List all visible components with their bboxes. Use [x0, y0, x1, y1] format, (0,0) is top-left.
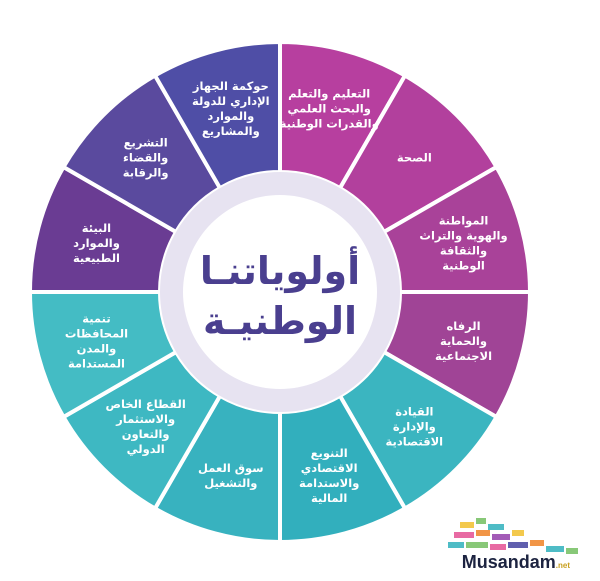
segment-label-line: والاستدامة	[299, 476, 359, 491]
watermark-graphic	[448, 518, 578, 554]
segment-label-line: المحافظات	[65, 327, 128, 341]
segment-label-line: التنويع	[311, 446, 348, 461]
segment-label-line: والاستثمار	[115, 412, 175, 427]
segment-label-line: القطاع الخاص	[106, 397, 186, 411]
center-disc	[183, 195, 377, 389]
segment-label-line: المالية	[311, 491, 347, 505]
center-title-line1: أولوياتنـا	[200, 246, 360, 294]
segment-label-line: والهوية والتراث	[419, 228, 507, 243]
segment-label-line: الاقتصادية	[386, 434, 444, 448]
segment-label-line: والقدرات الوطنية	[280, 116, 379, 131]
segment-label-line: والتشغيل	[204, 476, 257, 491]
segment-label-line: الطبيعية	[73, 251, 120, 265]
segment-label-2: الصحة	[397, 151, 432, 165]
segment-label-line: التعليم والتعلم	[288, 86, 370, 101]
segment-label-line: المستدامة	[68, 357, 125, 371]
segment-label-line: التشريع	[124, 136, 168, 150]
segment-label-line: والتعاون	[122, 427, 170, 442]
segment-label-line: تنمية	[82, 312, 110, 326]
segment-label-line: والموارد	[73, 236, 120, 251]
segment-label-line: والموارد	[207, 109, 254, 124]
segment-label-line: القيادة	[395, 404, 433, 418]
segment-label-line: الدولي	[127, 442, 165, 457]
segment-label-line: الرفاه	[446, 319, 480, 333]
watermark-logo: Musandam.net	[440, 512, 600, 577]
segment-label-line: الصحة	[397, 151, 432, 165]
center-title-line2: الوطنيـة	[203, 299, 357, 343]
watermark-text: Musandam.net	[462, 552, 570, 573]
segment-label-line: والبحث العلمي	[287, 101, 370, 116]
watermark-suffix: .net	[555, 561, 570, 570]
segment-label-line: البيئة	[82, 221, 111, 235]
segment-label-line: الاقتصادي	[301, 461, 358, 475]
segment-label-line: والثقافة	[440, 243, 487, 258]
segment-label-line: والمدن	[77, 342, 117, 357]
segment-label-line: والإدارة	[393, 419, 436, 434]
segment-label-line: والرقابة	[123, 166, 169, 181]
segment-label-line: حوكمة الجهاز	[192, 79, 269, 94]
segment-label-line: الاجتماعية	[435, 349, 492, 363]
segment-label-line: الوطنية	[442, 258, 485, 273]
segment-label-line: والمشاريع	[202, 124, 260, 139]
watermark-name: Musandam	[461, 552, 556, 572]
segment-label-line: والحماية	[440, 334, 487, 349]
segment-label-line: المواطنة	[439, 213, 489, 228]
segment-label-line: والقضاء	[123, 151, 168, 166]
segment-label-line: سوق العمل	[198, 461, 264, 476]
segment-label-line: الإداري للدولة	[192, 94, 270, 109]
